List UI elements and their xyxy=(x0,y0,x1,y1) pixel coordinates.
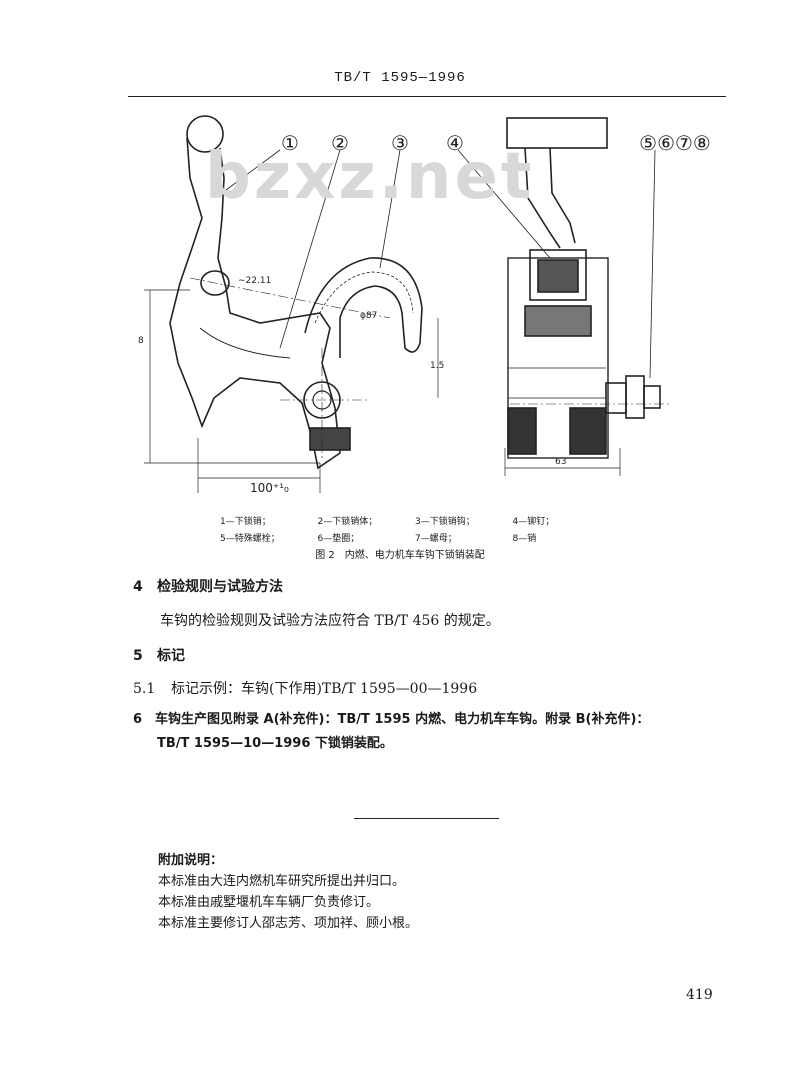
callout-1: ① xyxy=(281,131,299,155)
legend-item: 8—销 xyxy=(512,534,537,544)
legend-item: 5—特殊螺栓； xyxy=(220,534,280,544)
legend-item: 2—下锁销体； xyxy=(317,517,378,527)
callout-3: ③ xyxy=(391,131,409,155)
end-rule xyxy=(354,818,499,819)
dim-8: 8 xyxy=(138,336,144,346)
legend-item: 4—铆钉； xyxy=(512,517,555,527)
notes-line: 本标准主要修订人邵志芳、项加祥、顾小根。 xyxy=(158,916,419,931)
legend-item: 7—螺母； xyxy=(415,534,457,544)
base-block xyxy=(309,427,351,451)
dim-100: 100⁺¹₀ xyxy=(250,481,289,495)
legend-row: 1—下锁销； 2—下锁销体； 3—下锁销钩； 4—铆钉； xyxy=(220,512,610,529)
section-4-body: 车钩的检验规则及试验方法应符合 TB/T 456 的规定。 xyxy=(160,613,500,629)
notes-line: 本标准由大连内燃机车研究所提出并归口。 xyxy=(158,874,406,889)
dim-1-5: 1.5 xyxy=(430,361,444,371)
callout-5-8: ⑤⑥⑦⑧ xyxy=(639,131,711,155)
legend-item: 6—垫圈； xyxy=(317,534,360,544)
page-header: TB/T 1595—1996 xyxy=(334,70,466,86)
side-view-body xyxy=(507,257,609,459)
notes-line: 本标准由戚墅堰机车车辆厂负责修订。 xyxy=(158,895,380,910)
callout-2: ② xyxy=(331,131,349,155)
callout-4: ④ xyxy=(446,131,464,155)
dim-phi87: φ87 xyxy=(360,311,377,321)
hook-outline xyxy=(304,257,423,358)
watermark: bzxz.net xyxy=(205,140,535,214)
legend-item: 1—下锁销； xyxy=(220,517,271,527)
figure-caption: 图 2 内燃、电力机车车钩下锁销装配 xyxy=(315,550,485,561)
assembly-drawing: ① ② ③ ④ ⑤⑥⑦⑧ ∼22.11 φ87 1.5 100⁺¹₀ 63 8 xyxy=(138,115,711,495)
pin-hole xyxy=(200,270,230,296)
legend-row: 5—特殊螺栓； 6—垫圈； 7—螺母； 8—销 xyxy=(220,529,610,546)
figure-legend: 1—下锁销； 2—下锁销体； 3—下锁销钩； 4—铆钉； 5—特殊螺栓； 6—垫… xyxy=(220,512,610,546)
additional-notes: 附加说明： 本标准由大连内燃机车研究所提出并归口。 本标准由戚墅堰机车车辆厂负责… xyxy=(158,850,418,934)
dim-63: 63 xyxy=(555,457,566,467)
notes-title: 附加说明： xyxy=(158,853,224,868)
legend-item: 3—下锁销钩； xyxy=(415,517,475,527)
page-number: 419 xyxy=(686,987,713,1003)
dim-22: ∼22.11 xyxy=(238,276,271,286)
header-rule xyxy=(128,96,726,97)
pin-head xyxy=(186,115,224,153)
